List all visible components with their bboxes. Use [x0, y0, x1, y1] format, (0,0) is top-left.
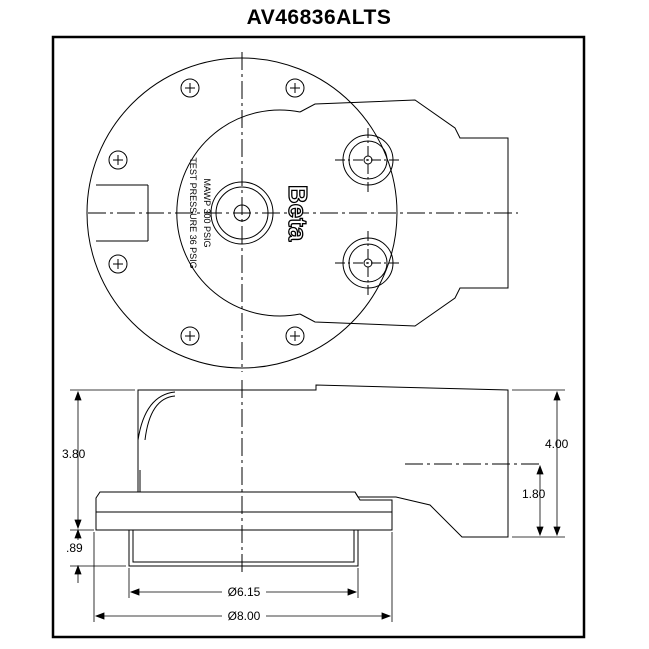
- part-number-title: AV46836ALTS: [246, 6, 392, 29]
- dim-flange-thickness: .89: [66, 541, 83, 555]
- body-profile: [137, 384, 509, 538]
- upper-port-centerline: [335, 128, 400, 192]
- body-fillet-inner: [144, 395, 176, 441]
- spigot-profile: [128, 530, 359, 567]
- top-view: [86, 52, 518, 372]
- bolt-holes: [108, 78, 305, 346]
- spigot-inner: [132, 530, 355, 563]
- dim-flange-diameter: Ø8.00: [228, 609, 261, 623]
- body-fillet: [137, 391, 176, 441]
- flange-profile: [95, 491, 393, 531]
- dim-body-height: 3.80: [62, 447, 86, 461]
- dim-spigot-diameter: Ø6.15: [228, 585, 261, 599]
- dim-overall-height: 4.00: [545, 437, 569, 451]
- dim-outlet-height: 1.80: [522, 487, 546, 501]
- stamp-line-2: TEST PRESSURE 36 PSIG: [188, 157, 198, 268]
- lower-port-centerline: [335, 231, 400, 295]
- side-view: [95, 380, 540, 575]
- drawing-frame: [51, 35, 586, 639]
- stamp-line-1: MAWP 300 PSIG: [202, 178, 212, 247]
- brand-logo: Beta: [283, 185, 313, 242]
- dimension-lines: [70, 389, 565, 622]
